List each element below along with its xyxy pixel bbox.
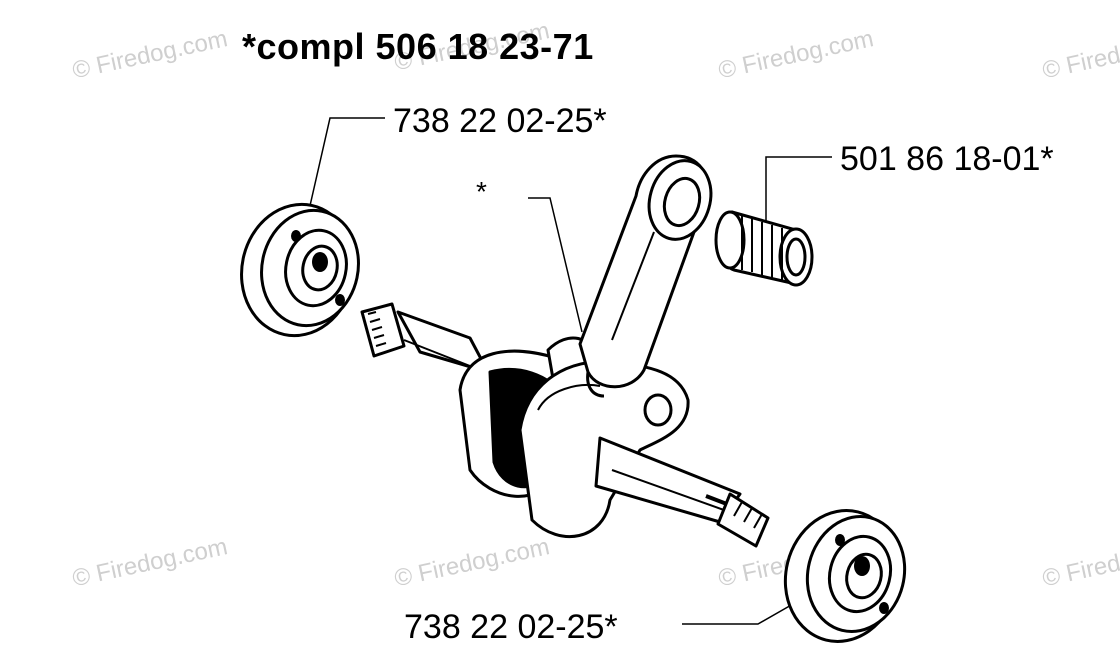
assembly-part-number: *compl 506 18 23-71 (242, 26, 594, 67)
label-connecting-rod: * (476, 176, 487, 207)
label-needle-bearing: 501 86 18-01* (840, 140, 1054, 178)
ball-bearing-top-icon (240, 202, 360, 338)
leader-line-connecting-rod (528, 197, 583, 333)
leader-line-bottom-bearing (682, 599, 801, 625)
leader-line-top-bearing (303, 117, 385, 233)
crankshaft-icon (360, 302, 770, 548)
needle-bearing-icon (714, 210, 814, 287)
leader-line-needle-bearing (765, 156, 832, 226)
label-bottom-ball-bearing: 738 22 02-25* (404, 608, 618, 646)
label-top-ball-bearing: 738 22 02-25* (393, 102, 607, 140)
leader-lines (303, 117, 832, 625)
ball-bearing-bottom-icon (783, 509, 907, 643)
connecting-rod-icon (578, 154, 713, 398)
